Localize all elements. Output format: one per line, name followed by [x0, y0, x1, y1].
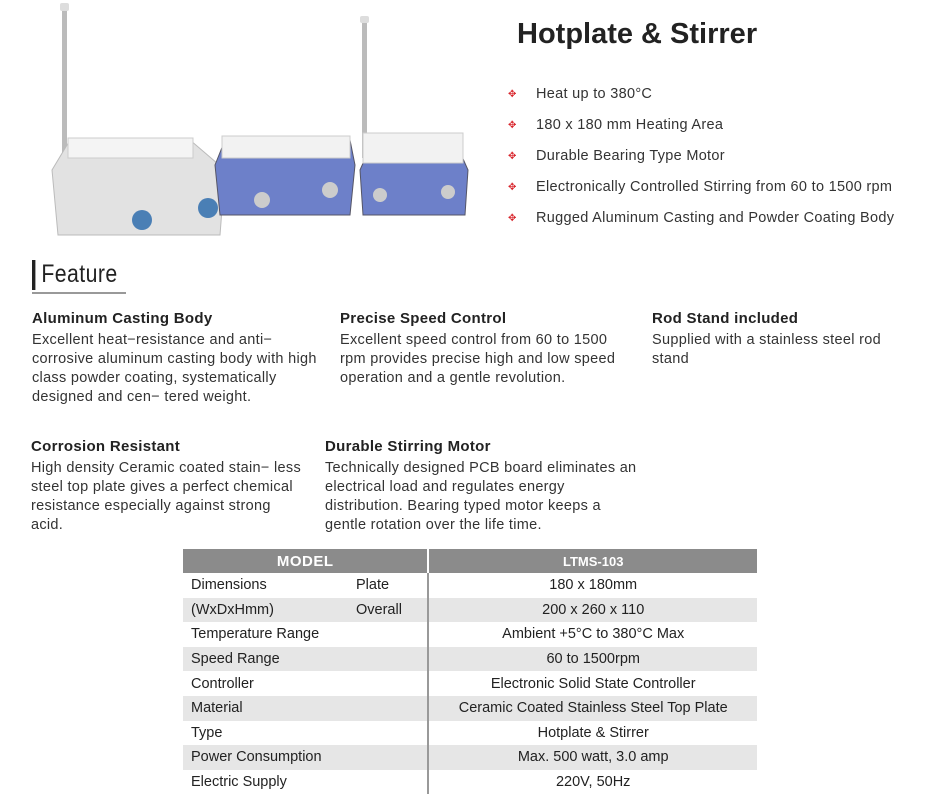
feature-title: Rod Stand included	[652, 310, 799, 327]
bullet-text: Durable Bearing Type Motor	[536, 148, 725, 164]
diamond-bullet-icon: ✥	[508, 88, 517, 100]
table-row: Type Hotplate & Stirrer	[183, 720, 757, 746]
bullet-text: 180 x 180 mm Heating Area	[536, 117, 724, 133]
spec-value: Ambient +5°C to 380°C Max	[427, 622, 757, 647]
spec-value: 180 x 180mm	[427, 573, 757, 598]
spec-label: Speed Range	[183, 646, 348, 672]
spec-value: 200 x 260 x 110	[427, 597, 757, 623]
header-model-name: LTMS-103	[427, 549, 757, 573]
table-row: Speed Range 60 to 1500rpm	[183, 646, 757, 672]
spec-sublabel	[348, 695, 429, 721]
spec-value: Max. 500 watt, 3.0 amp	[427, 745, 757, 770]
bullet-text: Rugged Aluminum Casting and Powder Coati…	[536, 210, 895, 226]
feature-text: Excellent speed control from 60 to 1500 …	[340, 332, 616, 386]
spec-label: Electric Supply	[191, 774, 287, 791]
feature-bullet: ✥ Heat up to 380°C	[508, 86, 652, 102]
feature-title: Aluminum Casting Body	[32, 310, 213, 327]
feature-text: Technically designed PCB board eliminate…	[325, 460, 637, 533]
spec-value: Ceramic Coated Stainless Steel Top Plate	[427, 695, 757, 721]
feature-bullet: ✥ Rugged Aluminum Casting and Powder Coat…	[508, 210, 894, 226]
feature-bullet: ✥ 180 x 180 mm Heating Area	[508, 117, 723, 133]
table-row: Electric Supply 220V, 50Hz	[183, 769, 757, 795]
spec-table: MODEL LTMS-103 Dimensions Plate 180 x 180m…	[183, 549, 757, 795]
product-photo	[51, 3, 469, 236]
bullet-text: Heat up to 380°C	[536, 86, 653, 102]
table-row: Temperature Range Ambient +5°C to 380°C M…	[183, 622, 757, 647]
bullet-text: Electronically Controlled Stirring from …	[536, 179, 893, 195]
header-model: MODEL	[183, 549, 429, 573]
feature-title: Corrosion Resistant	[31, 438, 181, 455]
feature-bullet: ✥ Durable Bearing Type Motor	[508, 148, 725, 164]
spec-label: Power Consumption	[183, 745, 348, 770]
spec-value: Hotplate & Stirrer	[427, 720, 757, 746]
diamond-bullet-icon: ✥	[508, 181, 517, 193]
feature-title: Precise Speed Control	[340, 310, 507, 327]
feature-heading: Feature	[32, 260, 118, 290]
spec-label: Dimensions	[191, 577, 267, 594]
spec-value: Electronic Solid State Controller	[427, 671, 757, 696]
table-header: MODEL LTMS-103	[183, 549, 757, 573]
spec-sublabel	[348, 646, 429, 672]
table-row: Controller Electronic Solid State Control…	[183, 671, 757, 696]
feature-bullet: ✥ Electronically Controlled Stirring from…	[508, 179, 892, 195]
spec-label: Temperature Range	[191, 626, 320, 643]
table-row: Material Ceramic Coated Stainless Steel T…	[183, 695, 757, 721]
feature-text: Supplied with a stainless steel rod stan…	[652, 332, 881, 367]
spec-sublabel	[348, 671, 428, 696]
spec-value: 220V, 50Hz	[427, 769, 757, 795]
feature-title: Durable Stirring Motor	[325, 438, 491, 455]
table-row: Power Consumption Max. 500 watt, 3.0 amp	[183, 745, 757, 770]
spec-label: Material	[183, 695, 348, 721]
diamond-bullet-icon: ✥	[508, 119, 517, 131]
table-row: Dimensions Plate 180 x 180mm	[183, 573, 757, 598]
spec-sublabel	[348, 770, 428, 795]
spec-sublabel	[348, 622, 428, 647]
diamond-bullet-icon: ✥	[508, 150, 517, 162]
diamond-bullet-icon: ✥	[508, 212, 517, 224]
spec-value: 60 to 1500rpm	[427, 646, 757, 672]
spec-sublabel	[348, 745, 429, 770]
feature-text: High density Ceramic coated stain− less …	[31, 460, 302, 533]
spec-label: Type	[191, 724, 223, 741]
spec-sublabel	[348, 721, 428, 746]
page-title: Hotplate & Stirrer	[517, 18, 758, 50]
spec-label: Controller	[191, 675, 254, 692]
spec-sublabel: Plate	[356, 577, 390, 594]
spec-label: (WxDxHmm)	[183, 597, 348, 623]
feature-text: Excellent heat−resistance and anti− corr…	[32, 332, 317, 405]
spec-sublabel: Overall	[348, 597, 429, 623]
divider	[32, 292, 126, 294]
